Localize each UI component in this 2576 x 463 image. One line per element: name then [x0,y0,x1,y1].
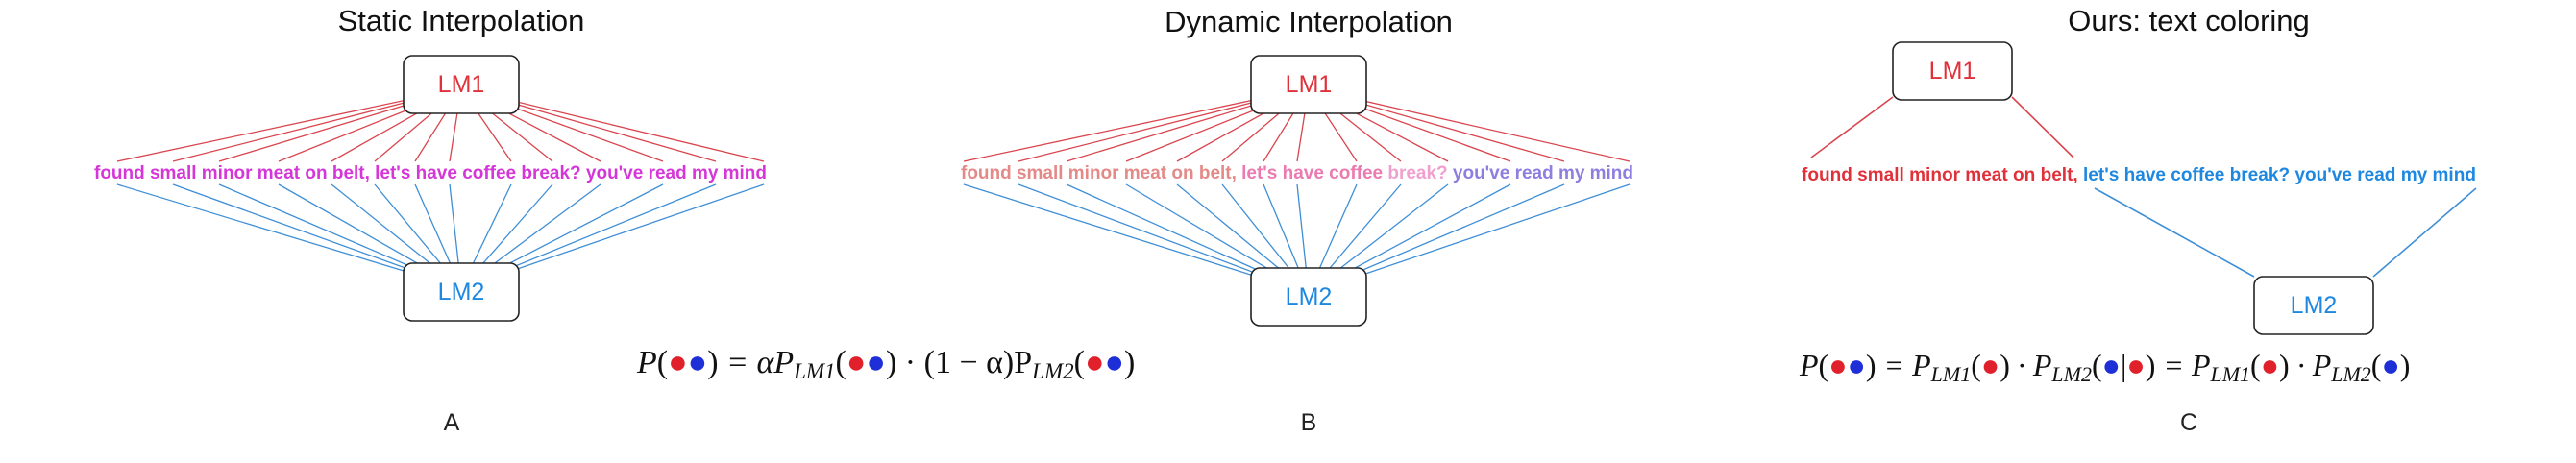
red-dot-icon: ● [846,345,867,380]
formula-ab-sub2: LM2 [1031,359,1073,383]
panel-b-segment-3: break? [1387,163,1453,183]
formula-ab-sub1: LM1 [793,359,835,383]
formula-c-dot2: · P [2290,348,2332,382]
panel-c-segment-lm2: let's have coffee break? you've read my … [2083,165,2476,185]
formula-c-sub2: LM2 [2050,362,2092,386]
formula-c-bar: | [2121,348,2126,382]
panel-c: Ours: text coloring LM1 LM2 found small … [1802,4,2477,436]
formula-c: P(●●) = PLM1(●) · PLM2(●|●) = PLM1(●) · … [1799,348,2410,386]
panel-a-label: A [444,409,460,436]
blue-dot-icon: ● [866,345,886,380]
blue-dot-icon: ● [688,345,708,380]
panel-c-lm2-box [2253,276,2374,335]
panel-a-title: Static Interpolation [338,4,585,37]
panel-b-title: Dynamic Interpolation [1165,5,1453,38]
panel-b-sentence: found small minor meat on belt, let's ha… [961,163,1633,183]
formula-ab-p: P [636,345,657,380]
blue-dot-icon: ● [2102,348,2121,382]
formula-c-dot: · P [2010,348,2052,382]
panel-b-segment-1: found small minor meat on belt, [961,163,1241,183]
panel-b: Dynamic Interpolation LM1 LM2 found smal… [961,5,1633,436]
panel-b-segment-2: let's have coffee [1241,163,1387,183]
panel-c-lm1-box [1892,41,2013,101]
panel-b-segment-4: you've read my mind [1453,163,1633,183]
red-dot-icon: ● [1981,348,1999,382]
panel-b-lm1-box [1250,55,1367,114]
panel-c-sentence: found small minor meat on belt, let's ha… [1802,165,2476,185]
formula-c-eq2: = P [2155,348,2210,382]
panel-c-lm1-label: LM1 [1929,58,1976,85]
panel-a-lm1-label: LM1 [438,71,485,98]
panel-b-lm2-label: LM2 [1286,283,1333,310]
blue-dot-icon: ● [1848,348,1866,382]
red-dot-icon: ● [2126,348,2145,382]
panel-a-lm2-label: LM2 [438,279,485,305]
panel-a-lm2-box [403,262,520,322]
formula-c-p: P [1799,348,1819,382]
formula-ab-mid: · (1 − α)P [896,345,1032,380]
formula-c-sub4: LM2 [2330,362,2371,386]
formula-ab: P(●●) = αPLM1(●●) · (1 − α)PLM2(●●) [636,345,1135,383]
red-dot-icon: ● [1085,345,1105,380]
panel-c-lm2-right-line [2372,187,2477,278]
formula-c-sub1: LM1 [1930,362,1972,386]
panel-b-lm1-label: LM1 [1286,71,1333,98]
panel-c-segment-lm1: found small minor meat on belt, [1802,165,2083,185]
formula-ab-eq: = αP [719,345,795,380]
panel-b-connections [963,87,1631,294]
panel-c-title: Ours: text coloring [2068,4,2310,37]
panel-c-lm1-left-line [1810,96,1894,158]
blue-dot-icon: ● [1105,345,1125,380]
blue-dot-icon: ● [2381,348,2399,382]
panel-c-lm2-label: LM2 [2291,292,2338,319]
panel-a-sentence: found small minor meat on belt, let's ha… [94,163,767,183]
panel-a-connections [116,87,765,289]
panel-c-label: C [2180,409,2197,436]
panel-c-lm2-left-line [2094,187,2255,278]
panel-b-label: B [1301,409,1317,436]
panel-b-lm2-box [1250,267,1367,327]
formula-c-sub3: LM1 [2209,362,2250,386]
red-dot-icon: ● [668,345,688,380]
formula-c-eq1: = P [1877,348,1931,382]
panel-a: Static Interpolation LM1 LM2 found small… [94,4,767,436]
red-dot-icon: ● [1828,348,1847,382]
panel-c-lm1-right-line [2011,96,2074,158]
red-dot-icon: ● [2261,348,2279,382]
panel-a-lm1-box [403,55,520,114]
